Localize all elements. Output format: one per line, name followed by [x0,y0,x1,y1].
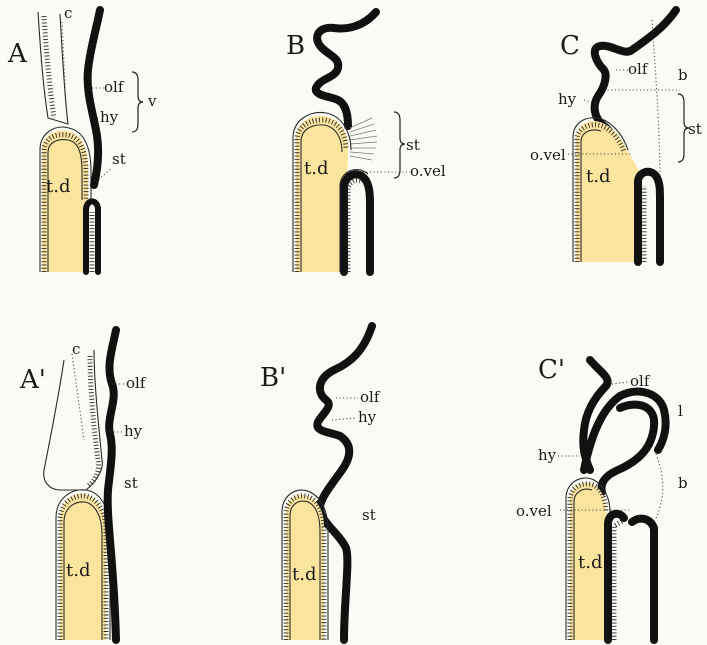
panel-a2-thin-wall [44,350,103,490]
panel-c-label-st: st [688,120,702,138]
panel-c2-label-hy: hy [538,446,557,464]
panel-b2-letter: B' [260,363,286,393]
panel-a2-label-c: c [72,340,80,358]
panel-b2-label-td: t.d [292,564,316,585]
panel-b2-label-olf: olf [360,388,381,406]
panel-b-brace-st [394,112,405,178]
panel-a2-thick-wall [108,330,116,640]
panel-b-label-td: t.d [304,158,328,179]
panel-a2-label-st: st [124,474,138,492]
panel-c-yolk-tube [576,121,640,262]
panel-c2-label-b: b [678,474,688,492]
panel-b2: B' t.d olf hy st [260,326,381,640]
panel-c2-label-l: l [678,402,683,420]
panel-b-label-st: st [406,136,420,154]
panel-a-brace-v [132,72,143,132]
panel-b2-label-st: st [362,506,376,524]
panel-a-label-c: c [64,4,72,22]
panel-a-label-olf: olf [104,78,125,96]
panel-c-label-oval: o.vel [530,146,566,164]
panel-c-label-b: b [678,66,688,84]
panel-b: B t.d st o.vel [286,12,446,272]
panel-c2-label-td: t.d [578,552,602,573]
panel-a-label-v: v [147,92,157,110]
panel-a-letter: A [7,39,28,69]
panel-a2-letter: A' [19,365,46,395]
panel-a-thick-wall [88,10,100,185]
panel-a: A c t.d olf hy v st [7,4,157,272]
panel-c2-label-olf: olf [630,372,651,390]
panel-b-thick-wall [316,12,376,126]
panel-c: C t.d olf b hy st o.vel [530,10,702,262]
panel-a-yolk-tube [42,130,88,272]
panel-c2-letter: C' [538,355,565,385]
panel-a2-label-hy: hy [124,422,143,440]
panel-b2-label-hy: hy [358,408,377,426]
panel-c-label-hy: hy [558,90,577,108]
panel-c-label-td: t.d [586,166,610,187]
panel-c2-label-oval: o.vel [516,502,552,520]
panel-a-label-st: st [112,150,126,168]
panel-a2: A' c t.d olf hy st [19,330,147,640]
panel-a2-label-olf: olf [126,374,147,392]
panel-c2: C' t.d olf l hy b o.vel [516,355,688,640]
panel-a-label-hy: hy [100,108,119,126]
panel-b-label-oval: o.vel [410,162,446,180]
panel-b-letter: B [286,31,305,61]
panel-a-label-td: t.d [46,176,70,197]
panel-b-cilia [350,118,377,160]
panel-a2-label-td: t.d [66,560,90,581]
panel-a-thin-wall [38,12,68,124]
panel-c-letter: C [560,31,580,61]
panel-c-label-olf: olf [628,60,649,78]
